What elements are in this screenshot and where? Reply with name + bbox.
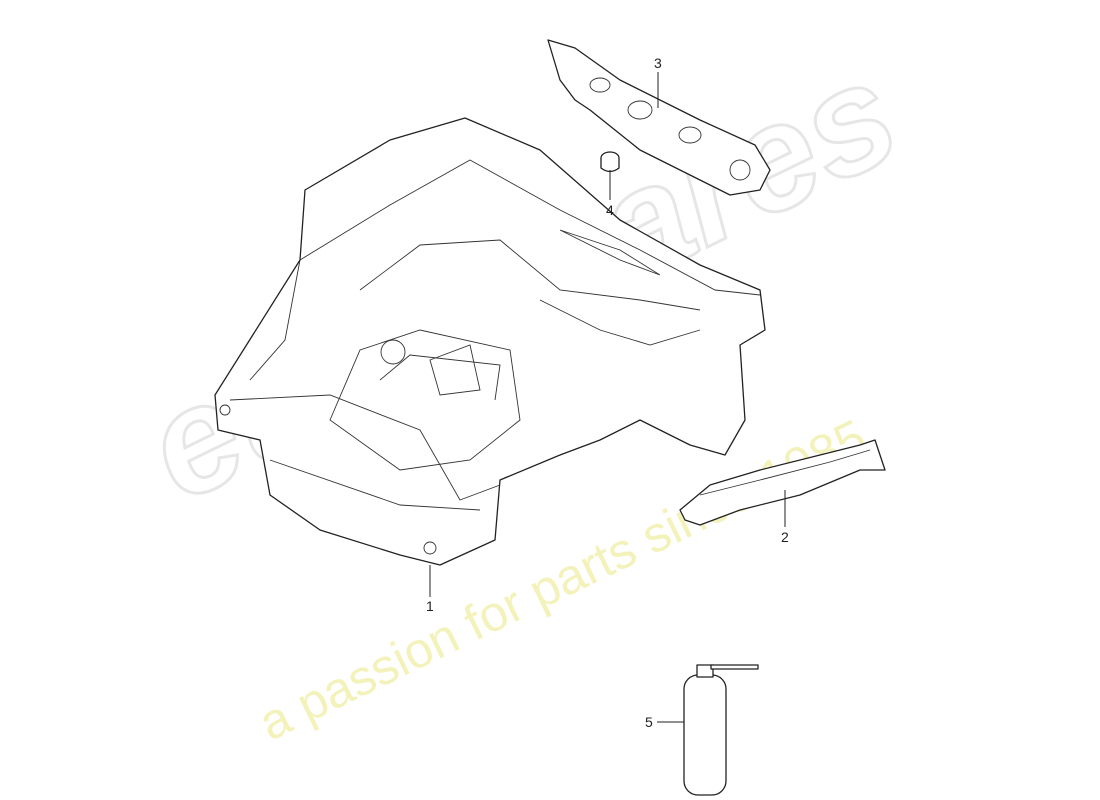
- front-body-section-icon[interactable]: [214, 117, 766, 566]
- callout-5: 5: [645, 714, 653, 730]
- callout-4: 4: [606, 202, 614, 218]
- callout-1: 1: [426, 598, 434, 614]
- side-member-panel-icon[interactable]: [679, 439, 886, 526]
- callout-2: 2: [781, 529, 789, 545]
- cross-member-panel-icon[interactable]: [547, 39, 771, 196]
- spray-can-icon[interactable]: [683, 664, 759, 796]
- plug-grommet-icon[interactable]: [600, 151, 620, 173]
- callout-3: 3: [654, 55, 662, 71]
